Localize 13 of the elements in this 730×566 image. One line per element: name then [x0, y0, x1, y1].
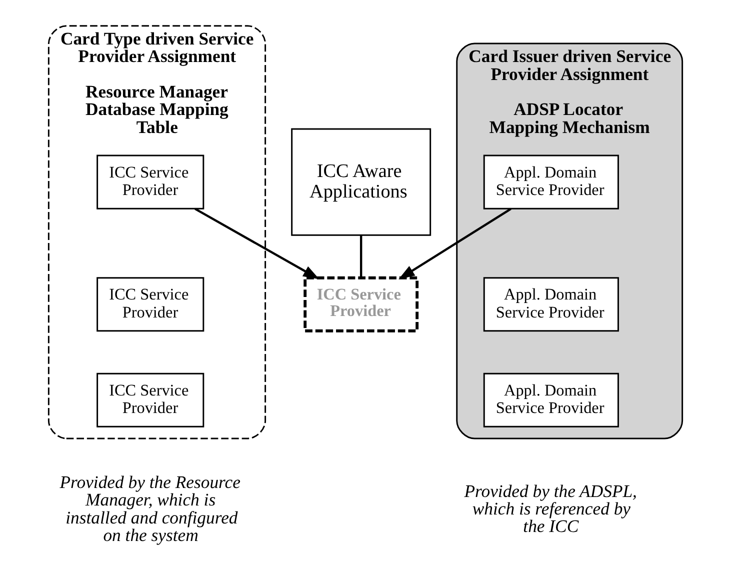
node-box: ICC Service Provider [96, 154, 204, 210]
node-box: Appl. Domain Service Provider [482, 372, 618, 428]
node-box: ICC Service Provider [303, 276, 418, 332]
node-label: Provided by the ADSPL, which is referenced by the ICC [464, 480, 636, 536]
node-box: ICC Aware Applications [290, 128, 431, 236]
node-box: ICC Service Provider [96, 372, 204, 428]
node-label: Provided by the Resource Manager, which is installed and configured on the system [59, 472, 240, 546]
arrow [194, 208, 319, 280]
node-box: Appl. Domain Service Provider [482, 154, 618, 210]
node-box: ICC Service Provider [96, 277, 204, 332]
connector [359, 236, 362, 278]
arrow [398, 208, 511, 280]
node-box: Appl. Domain Service Provider [482, 277, 618, 332]
